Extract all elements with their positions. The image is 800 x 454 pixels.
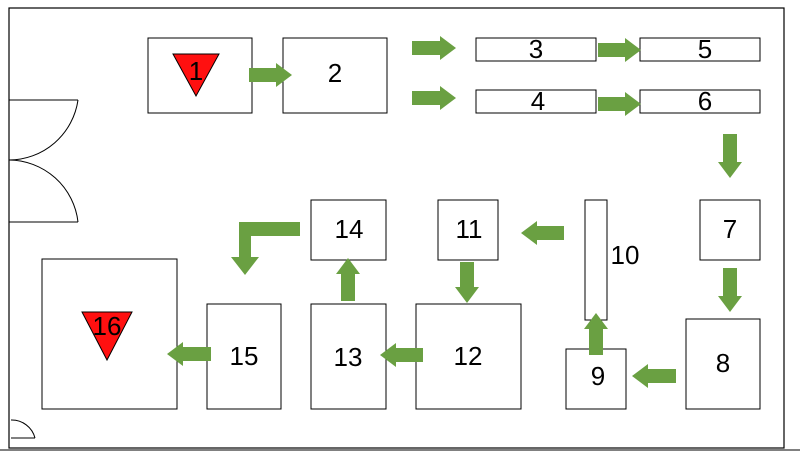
station-label-3: 3 — [529, 34, 543, 64]
double-door — [8, 99, 79, 223]
arrow-11-to-12 — [455, 262, 479, 303]
station-box-4 — [475, 89, 597, 114]
station-label-12: 12 — [454, 341, 483, 371]
station-label-9: 9 — [591, 361, 605, 391]
arrow-10-to-11 — [521, 221, 564, 245]
station-label-6: 6 — [698, 86, 712, 116]
arrow-8-to-9 — [632, 364, 676, 388]
station-label-11: 11 — [456, 214, 483, 244]
station-box-7 — [699, 199, 761, 261]
arrow-15-to-16 — [167, 342, 211, 366]
station-box-9 — [565, 348, 627, 410]
station-box-3 — [475, 37, 597, 62]
station-box-13 — [310, 303, 387, 410]
station-label-10: 10 — [611, 240, 640, 270]
station-box-8 — [685, 318, 761, 410]
station-box-11 — [437, 199, 499, 261]
arrow-6-to-7 — [718, 134, 742, 178]
arrow-1-to-2 — [249, 63, 292, 87]
arrow-7-to-8 — [718, 268, 742, 312]
arrow-4-to-6 — [598, 92, 641, 116]
arrow-9-to-10 — [584, 313, 608, 355]
flow-arrows — [167, 36, 742, 388]
arrow-3-to-5 — [598, 38, 641, 62]
arrow-2-to-3 — [412, 36, 456, 60]
triangle-marker-16 — [81, 311, 133, 362]
station-label-1: 1 — [189, 56, 203, 86]
station-label-8: 8 — [716, 348, 730, 378]
station-label-4: 4 — [531, 86, 545, 116]
small-door — [10, 419, 36, 439]
station-box-10 — [584, 199, 608, 321]
station-label-14: 14 — [335, 214, 364, 244]
station-box-2 — [282, 37, 388, 114]
station-box-6 — [639, 89, 761, 114]
triangle-marker-1 — [172, 53, 220, 98]
station-label-16: 16 — [93, 311, 122, 341]
arrow-13-to-14 — [336, 258, 360, 301]
station-label-5: 5 — [698, 34, 712, 64]
arrow-14-to-16 — [231, 222, 300, 275]
room-wall-outline — [8, 7, 785, 449]
station-box-12 — [415, 303, 522, 410]
station-label-15: 15 — [230, 341, 259, 371]
station-label-7: 7 — [723, 214, 737, 244]
arrow-12-to-13 — [380, 343, 423, 367]
arrow-2-to-4 — [412, 86, 456, 110]
station-label-2: 2 — [328, 58, 342, 88]
station-label-13: 13 — [334, 342, 363, 372]
station-box-15 — [206, 303, 282, 410]
